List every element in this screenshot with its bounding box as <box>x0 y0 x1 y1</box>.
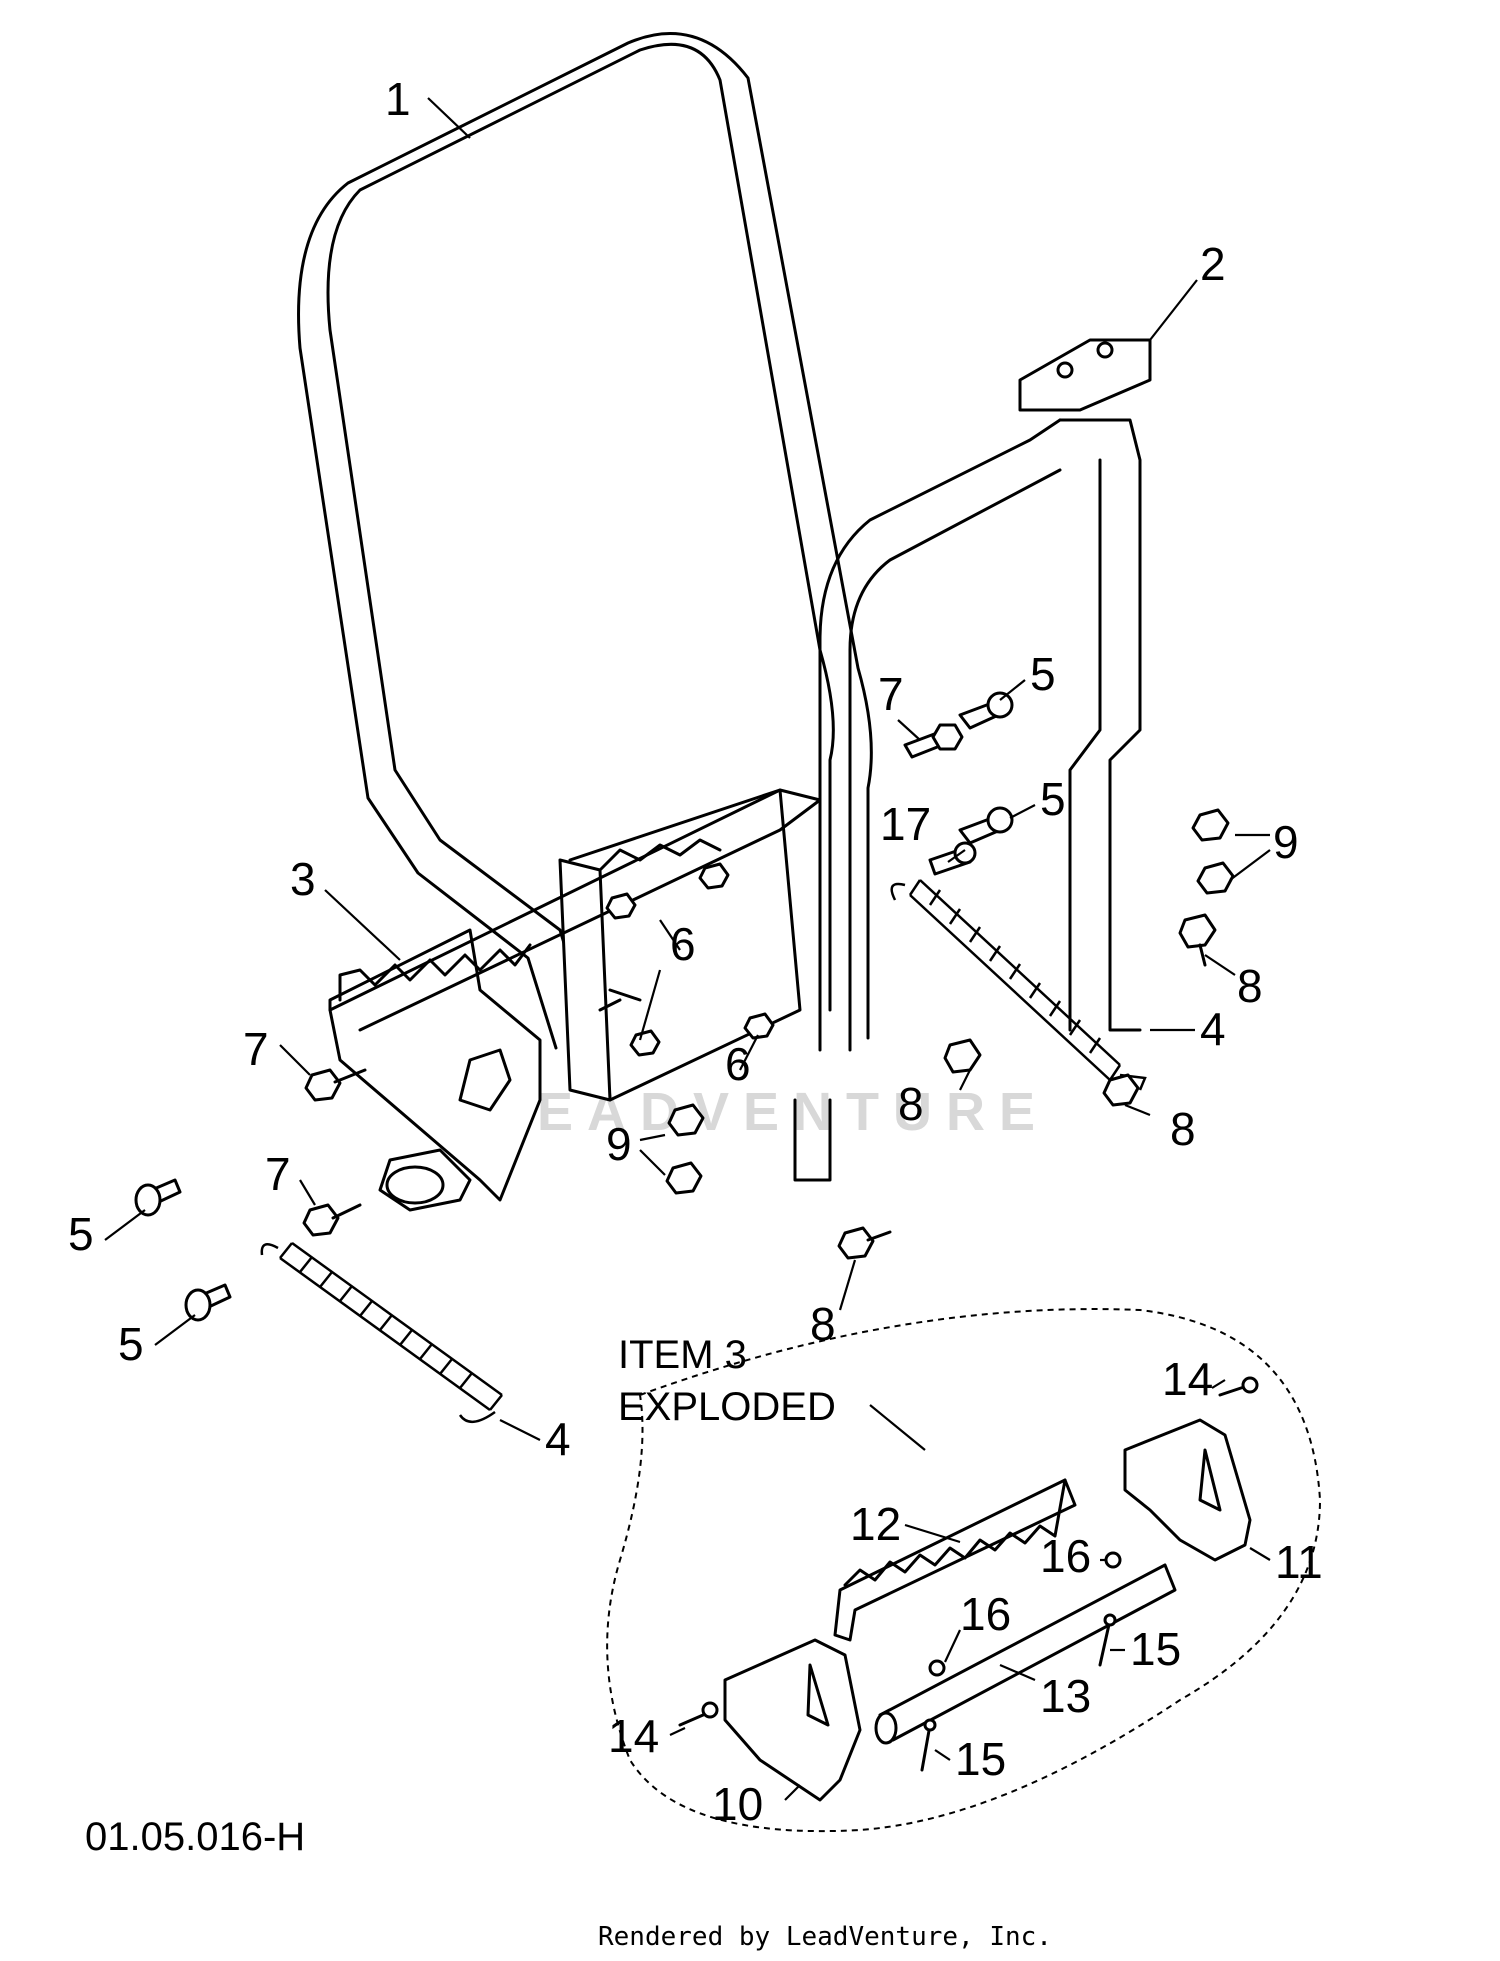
part-4-spring-right <box>890 879 1147 1091</box>
inset-title-line-1: ITEM 3 <box>618 1333 747 1377</box>
callout-5: 5 <box>1040 773 1066 825</box>
callout-5: 5 <box>68 1208 94 1260</box>
pivot-tube-end <box>385 1165 445 1205</box>
part-6-nut <box>629 1029 661 1057</box>
part-9-nut <box>665 1161 703 1195</box>
callout-15: 15 <box>955 1733 1006 1785</box>
part-5-bolt <box>958 691 1014 730</box>
part-7-bolt <box>304 1068 367 1102</box>
part-6-nut <box>698 862 730 890</box>
part-2-frame <box>793 338 1152 1182</box>
leader-lines <box>104 97 1271 1801</box>
callout-1: 1 <box>385 73 411 125</box>
part-4-spring-left <box>260 1241 503 1423</box>
part-5-bolt <box>134 1178 182 1217</box>
part-16-ball <box>1104 1551 1122 1569</box>
part-7-bolt <box>903 723 964 759</box>
part-9-nut <box>1191 808 1230 842</box>
callout-2: 2 <box>1200 238 1226 290</box>
callout-9: 9 <box>606 1118 632 1170</box>
callout-8: 8 <box>898 1078 924 1130</box>
callout-16: 16 <box>960 1588 1011 1640</box>
part-5-bolt <box>958 806 1014 845</box>
callout-14: 14 <box>608 1710 659 1762</box>
frame-stud <box>1056 361 1074 379</box>
part-15-pin <box>1098 1613 1117 1667</box>
callout-8: 8 <box>1170 1103 1196 1155</box>
callout-17: 17 <box>880 798 931 850</box>
callout-7: 7 <box>878 668 904 720</box>
rendered-by-footer: Rendered by LeadVenture, Inc. <box>598 1922 1052 1952</box>
callout-13: 13 <box>1040 1670 1091 1722</box>
callout-8: 8 <box>1237 960 1263 1012</box>
inset-item-3-exploded <box>606 1308 1322 1833</box>
part-9-nut <box>1196 861 1235 895</box>
callout-8: 8 <box>810 1298 836 1350</box>
part-8-bolt <box>837 1226 892 1260</box>
part-15-pin <box>920 1718 937 1772</box>
part-6-nut <box>605 892 637 920</box>
callout-5: 5 <box>1030 648 1056 700</box>
part-8-bolt <box>1102 1073 1140 1107</box>
callout-15: 15 <box>1130 1623 1181 1675</box>
callout-14: 14 <box>1162 1353 1213 1405</box>
part-5-bolt <box>184 1283 232 1322</box>
callout-6: 6 <box>725 1038 751 1090</box>
callout-12: 12 <box>850 1498 901 1550</box>
part-10-plate <box>723 1638 862 1802</box>
part-6-nut <box>743 1012 775 1040</box>
part-7-bolt <box>302 1203 362 1237</box>
drawing-code: 01.05.016-H <box>85 1815 305 1859</box>
callout-4: 4 <box>1200 1003 1226 1055</box>
part-14-screw <box>678 1701 719 1727</box>
part-14-screw <box>1218 1376 1259 1397</box>
part-3-pedal-assembly <box>328 788 822 1212</box>
frame-stud <box>1096 341 1114 359</box>
callout-16: 16 <box>1040 1530 1091 1582</box>
callout-9: 9 <box>1273 816 1299 868</box>
callout-6: 6 <box>670 918 696 970</box>
part-8-bolt <box>1178 913 1217 967</box>
part-16-ball <box>928 1659 946 1677</box>
callout-4: 4 <box>545 1413 571 1465</box>
part-1-grab-bar <box>297 32 873 1050</box>
callout-7: 7 <box>243 1023 269 1075</box>
part-8-bolt <box>943 1038 982 1074</box>
callout-5: 5 <box>118 1318 144 1370</box>
callout-11: 11 <box>1275 1536 1323 1588</box>
callout-3: 3 <box>290 853 316 905</box>
fasteners <box>134 691 1235 1322</box>
part-9-nut <box>667 1103 705 1137</box>
callout-10: 10 <box>712 1778 763 1830</box>
callout-labels: 1 2 3 4 4 5 5 5 5 6 6 7 7 7 8 8 8 8 9 9 … <box>68 73 1323 1830</box>
callout-7: 7 <box>265 1148 291 1200</box>
inset-title-line-2: EXPLODED <box>618 1385 836 1429</box>
part-11-plate <box>1123 1418 1252 1562</box>
